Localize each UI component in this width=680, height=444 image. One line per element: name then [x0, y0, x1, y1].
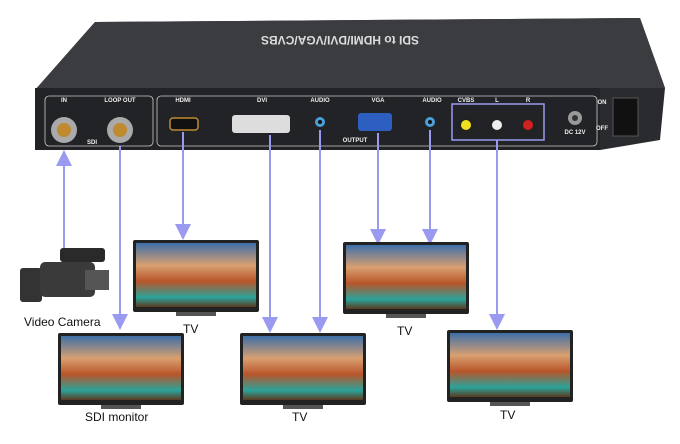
port-label-sdi: SDI: [87, 140, 97, 146]
port-label-cvbs: CVBS: [458, 98, 475, 104]
port-label-l: L: [495, 98, 499, 104]
port-label-dvi: DVI: [257, 98, 267, 104]
port-label-loop_out: LOOP OUT: [104, 98, 136, 104]
tv2-label: TV: [292, 410, 308, 424]
signal-arrows: [56, 130, 505, 333]
sdi-monitor-screen: [58, 333, 184, 409]
video-camera: [20, 248, 109, 302]
tv1-label: TV: [183, 322, 199, 336]
tv3-label: TV: [397, 324, 413, 338]
converter-device: SDI to HDMI/DVI/VGA/CVBS IN LOOP OUT SDI HD…: [35, 18, 665, 150]
port-label-output: OUTPUT: [343, 138, 368, 144]
tv3-screen: [343, 242, 469, 318]
device-title: SDI to HDMI/DVI/VGA/CVBS: [261, 33, 419, 47]
tv4-label: TV: [500, 408, 516, 422]
port-label-r: R: [526, 98, 531, 104]
port-label-off: OFF: [596, 126, 608, 132]
camera-label: Video Camera: [24, 315, 101, 329]
tv4-screen: [447, 330, 573, 406]
tv1-screen: [133, 240, 259, 316]
sdi-monitor-label: SDI monitor: [85, 410, 149, 424]
tv2-screen: [240, 333, 366, 409]
port-label-on: ON: [598, 100, 607, 106]
port-label-hdmi: HDMI: [175, 98, 191, 104]
port-label-vga: VGA: [371, 98, 385, 104]
port-label-in: IN: [61, 98, 67, 104]
port-label-dc: DC 12V: [564, 130, 585, 136]
port-label-audio2: AUDIO: [422, 98, 442, 104]
port-label-audio1: AUDIO: [310, 98, 330, 104]
